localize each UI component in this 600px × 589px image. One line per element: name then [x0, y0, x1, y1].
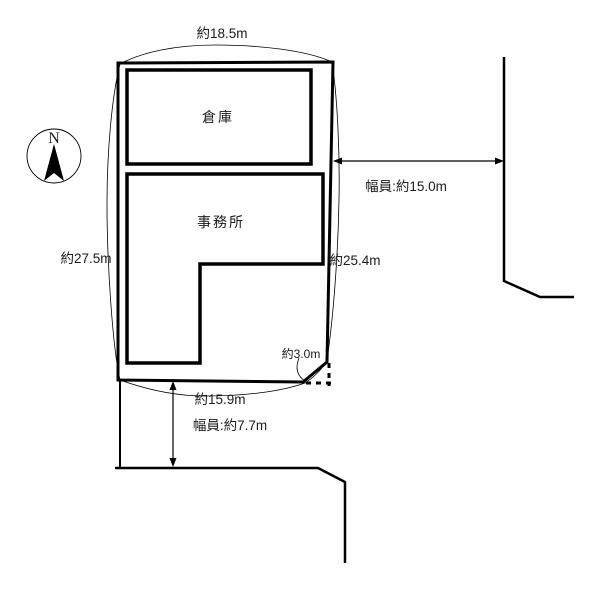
top-dimension-label: 約18.5m: [196, 26, 247, 41]
east-dimension-arrowhead-left: [333, 157, 342, 165]
east-road-width-label: 幅員:約15.0m: [365, 179, 447, 194]
office-label: 事務所: [197, 214, 245, 230]
compass: N: [26, 128, 82, 184]
east-road-line: [502, 57, 574, 299]
south-road-line: [115, 466, 347, 563]
warehouse-label: 倉庫: [202, 109, 234, 125]
east-dimension-arrowhead-right: [495, 157, 504, 165]
south-dimension-arrowhead-top: [169, 381, 177, 390]
left-dimension-label: 約27.5m: [60, 251, 111, 266]
south-dimension-arrowhead-bottom: [169, 458, 177, 467]
corner-cut-leader-arc: [296, 357, 306, 382]
right-dimension-label: 約25.4m: [329, 253, 380, 268]
parcel-boundary-curve: [106, 44, 340, 397]
bottom-dimension-label: 約15.9m: [194, 392, 245, 407]
warehouse-outline: [125, 68, 313, 166]
plot-boundary: [116, 60, 335, 384]
north-arrow-icon: [44, 144, 64, 181]
south-road-width-label: 幅員:約7.7m: [193, 418, 267, 433]
office-outline: [125, 172, 325, 365]
corner-cut-dimension-label: 約3.0m: [282, 346, 321, 361]
compass-north-label: N: [48, 130, 60, 147]
